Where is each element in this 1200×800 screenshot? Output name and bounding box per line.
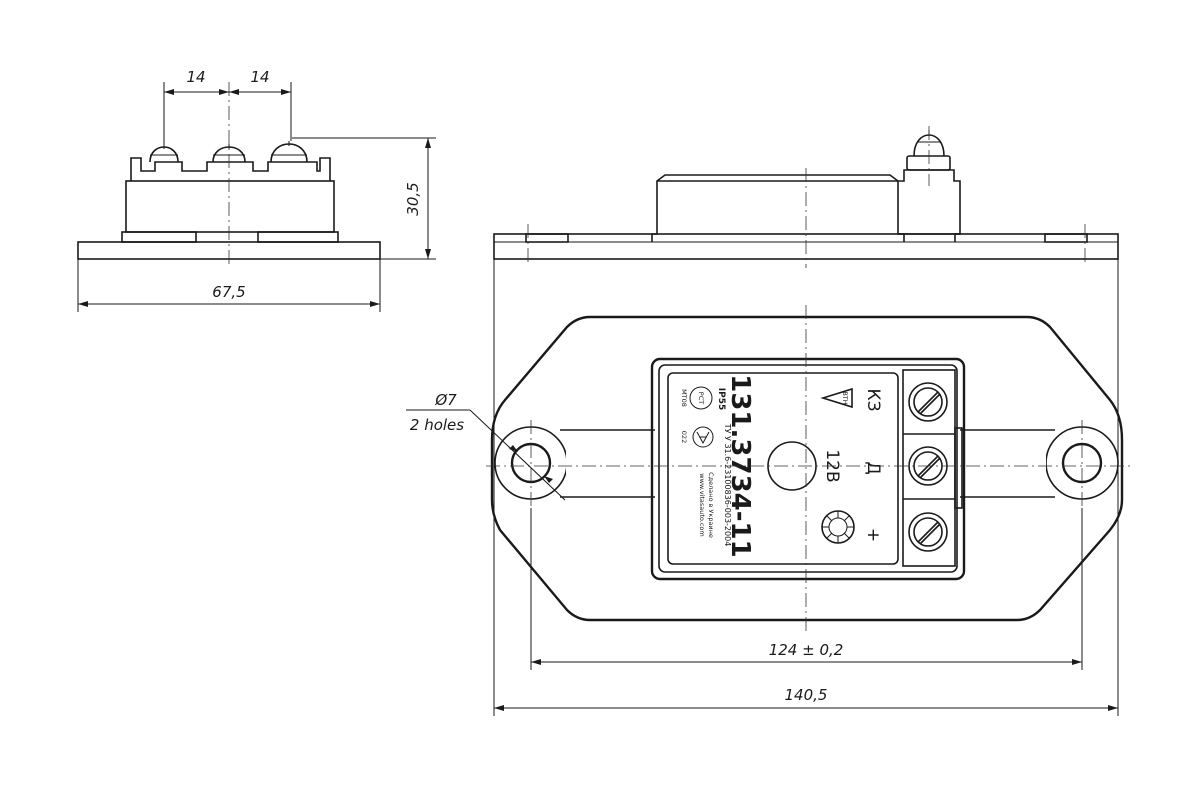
front-view — [493, 126, 1119, 268]
front-slot-left — [525, 233, 569, 243]
dim-hole-count: 2 holes — [410, 416, 464, 434]
mark-022: 022 — [680, 431, 688, 443]
mask — [566, 431, 656, 496]
side-body — [125, 180, 335, 233]
tu-number: ТУ У 31.6-23100836-003-2004 — [723, 423, 732, 547]
mark-mt08: МТ08 — [680, 389, 688, 407]
side-foot-left — [121, 231, 197, 243]
mark-rst: РСТ — [697, 392, 705, 404]
website: www.vitasauto.com — [698, 473, 706, 536]
top-view: 131.3734-11 КЗ Д 12В + IP55 ТУ У 31.6-23… — [406, 259, 1130, 716]
dim-width-side: 67,5 — [212, 283, 245, 301]
arrow — [281, 89, 291, 95]
dim-pitch-right: 14 — [250, 68, 269, 86]
arrow — [219, 89, 229, 95]
arrow — [229, 89, 239, 95]
front-slot-right — [1044, 233, 1088, 243]
side-screw-1 — [149, 145, 179, 163]
top-body-inner — [658, 364, 958, 573]
arrow — [531, 659, 541, 665]
vtn-mark: ВТН — [841, 391, 849, 404]
arrow — [1108, 705, 1118, 711]
arrow — [78, 301, 88, 307]
arrow — [425, 138, 431, 148]
gear-icon — [821, 510, 855, 544]
terminal-screw-plus — [908, 512, 948, 552]
top-flange-outline — [490, 315, 1124, 622]
certification-mark-icon — [692, 426, 714, 448]
arrow — [425, 249, 431, 259]
top-ear-left — [560, 429, 655, 498]
dim-hole-spacing: 124 ± 0,2 — [769, 641, 844, 659]
dim-overall-length: 140,5 — [785, 686, 828, 704]
dim-hole-diameter: Ø7 — [434, 391, 457, 409]
rst-mark-icon: РСТ — [689, 386, 713, 410]
front-screw — [906, 130, 951, 171]
arrow — [1072, 659, 1082, 665]
terminal-label-kz: КЗ — [863, 389, 883, 412]
dim-pitch-left: 14 — [186, 68, 205, 86]
dim-height: 30,5 — [404, 182, 422, 215]
side-foot-right — [257, 231, 339, 243]
ip-rating: IP55 — [716, 388, 726, 410]
vtn-mark-icon: ВТН — [820, 387, 853, 409]
arrow — [509, 445, 518, 452]
side-view: 14 14 30,5 67,5 — [77, 68, 436, 312]
side-screw-3 — [270, 141, 308, 163]
arrow — [370, 301, 380, 307]
terminal-label-plus: + — [863, 528, 883, 542]
top-body-outline — [650, 357, 966, 581]
arrow — [544, 476, 553, 483]
terminal-label-d: Д — [863, 461, 883, 474]
leader-line — [469, 409, 566, 501]
made-in: Сделано в Украине — [707, 472, 715, 538]
front-body — [651, 174, 905, 242]
label-panel — [667, 372, 899, 565]
terminal-strip-edge — [954, 427, 963, 509]
terminal-screw-kz — [908, 382, 948, 422]
arrow — [494, 705, 504, 711]
top-ear-right — [960, 429, 1055, 498]
side-terminal-block — [130, 157, 331, 181]
mask — [960, 431, 1046, 496]
arrow — [164, 89, 174, 95]
